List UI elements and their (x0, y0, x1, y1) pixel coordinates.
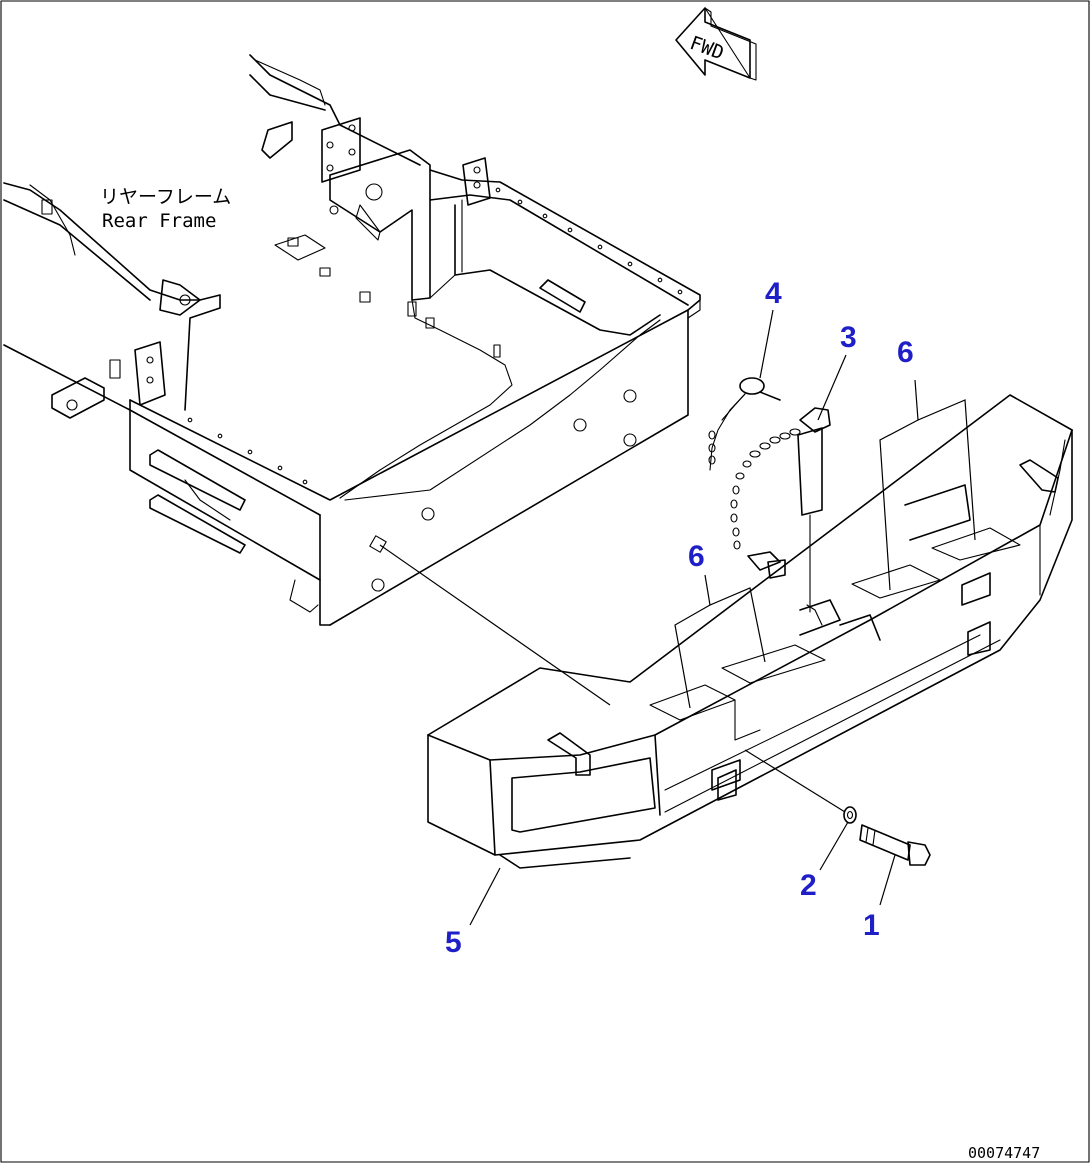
lynch-pin (708, 377, 781, 471)
assembly-line-2 (744, 749, 846, 813)
document-number: 00074747 (968, 1144, 1040, 1162)
fwd-arrow-icon: FWD (675, 7, 757, 81)
callout-4-leader (759, 309, 774, 379)
assembly-line-1 (379, 544, 611, 706)
bolt (859, 824, 931, 866)
counterweight (427, 394, 1073, 869)
callout-1-leader (879, 854, 896, 906)
callout-2: 2 (800, 869, 817, 902)
rear-frame-label-en: Rear Frame (102, 210, 216, 232)
callout-3-leader (817, 354, 847, 421)
callout-5: 5 (445, 926, 462, 959)
callout-1: 1 (863, 909, 880, 942)
callout-3: 3 (840, 321, 857, 354)
callout-6b-leader-1 (704, 574, 766, 663)
callout-4: 4 (765, 277, 782, 310)
callout-2-leader (819, 821, 849, 871)
callout-6b-leader-2 (674, 604, 711, 709)
callout-6-lower: 6 (688, 540, 705, 573)
washer (843, 806, 857, 824)
lock-pin (730, 407, 831, 626)
callout-6a-leader-1 (914, 379, 976, 541)
callout-6-upper: 6 (897, 336, 914, 369)
callout-5-leader (469, 867, 501, 926)
callout-6a-leader-2 (879, 419, 919, 591)
chain (730, 428, 801, 550)
mounting-bolt (747, 551, 786, 579)
rear-frame-label-jp: リヤーフレーム (100, 186, 231, 208)
rear-frame (3, 54, 701, 626)
